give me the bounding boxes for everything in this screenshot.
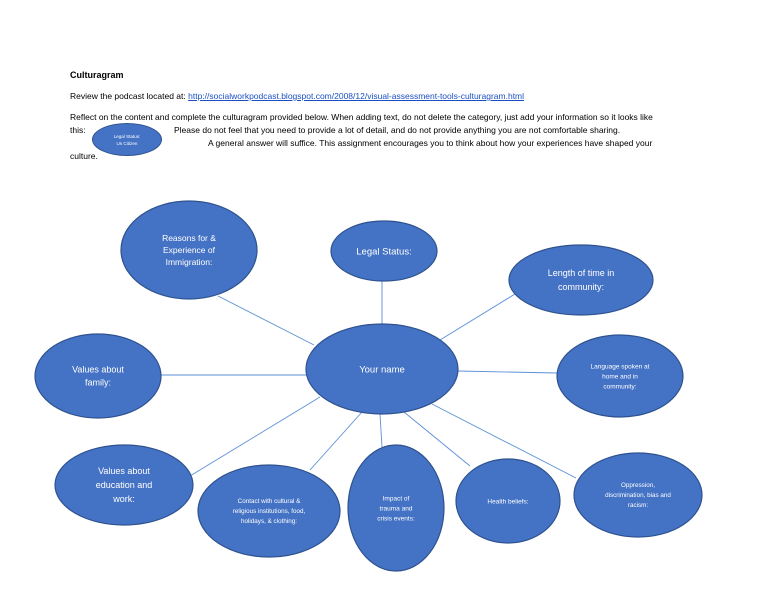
node-trauma-label-line: Impact of [383,495,410,502]
connector-contact-institutions [309,411,363,471]
node-oppression-shape [573,452,703,538]
example-oval-line-1: Legal Status: [113,133,141,139]
node-immigration[interactable]: Reasons for & Experience of Immigration: [120,200,258,300]
node-values-family-label-line: family: [85,378,111,388]
node-values-family-shape [34,333,162,419]
instruction-line-2-suffix: Please do not feel that you need to prov… [174,125,621,135]
node-your-name[interactable]: Your name [305,323,459,415]
instruction-line-3: A general answer will suffice. This assi… [208,138,653,148]
node-contact-institutions-shape [197,464,341,558]
node-immigration-label-line: Immigration: [166,257,213,267]
node-legal-status-shape [330,220,438,282]
node-trauma-label-line: trauma and [380,505,413,512]
instruction-line-1: Reflect on the content and complete the … [70,112,653,122]
connector-language [457,370,558,374]
node-length-of-time-label-line: Length of time in [548,268,615,278]
node-legal-status-label-line: Legal Status: [356,246,411,257]
node-legal-status[interactable]: Legal Status: [330,220,438,282]
node-health[interactable]: Health beliefs: [455,458,561,544]
node-values-education-label-line: education and [96,480,153,490]
node-oppression-label-line: discrimination, bias and [605,492,671,499]
node-length-of-time[interactable]: Length of time in community: [508,244,654,316]
node-length-of-time-label-line: community: [558,282,604,292]
node-language[interactable]: Language spoken at home and in community: [556,334,684,418]
instruction-line-4: culture. [70,151,98,161]
node-language-label-line: home and in [602,373,638,380]
connector-oppression [431,403,577,479]
node-contact-institutions-label-line: holidays, & clothing: [241,518,297,525]
connector-length-of-time [439,293,516,341]
node-values-education-label-line: Values about [98,466,150,476]
node-language-label-line: Language spoken at [591,363,650,370]
node-health-shape [455,458,561,544]
example-oval: Legal Status: Us Citizen [92,123,162,156]
node-contact-institutions-label-line: religious institutions, food, [233,508,306,515]
page-title: Culturagram [70,70,124,80]
node-language-label-line: community: [603,383,636,390]
connector-trauma [379,413,383,448]
node-values-education-label-line: work: [112,494,135,504]
node-your-name-shape [305,323,459,415]
node-values-family[interactable]: Values about family: [34,333,162,419]
example-oval-line-2: Us Citizen [116,140,138,146]
connector-immigration [217,295,315,346]
node-contact-institutions-label-line: Contact with cultural & [238,498,301,505]
instruction-line-2-prefix: this: [70,125,86,135]
node-oppression-label-line: racism: [628,502,649,509]
node-contact-institutions[interactable]: Contact with cultural & religious institu… [197,464,341,558]
node-immigration-label-line: Experience of [163,245,216,255]
node-oppression[interactable]: Oppression, discrimination, bias and racis… [573,452,703,538]
node-length-of-time-shape [508,244,654,316]
review-line: Review the podcast located at: http://so… [70,91,524,101]
node-immigration-shape [120,200,258,300]
connector-health [403,411,471,467]
node-trauma[interactable]: Impact of trauma and crisis events: [347,444,445,572]
podcast-link[interactable]: http://socialworkpodcast.blogspot.com/20… [188,91,525,101]
review-prefix: Review the podcast located at: [70,91,189,101]
node-trauma-label-line: crisis events: [377,515,415,522]
connector-values-education [189,396,321,477]
node-health-label-line: Health beliefs: [487,498,528,505]
node-your-name-label-line: Your name [359,364,405,375]
node-oppression-label-line: Oppression, [621,482,655,489]
node-trauma-shape [347,444,445,572]
node-values-education[interactable]: Values about education and work: [54,444,194,526]
node-language-shape [556,334,684,418]
node-values-education-shape [54,444,194,526]
node-immigration-label-line: Reasons for & [162,233,216,243]
node-values-family-label-line: Values about [72,365,124,375]
